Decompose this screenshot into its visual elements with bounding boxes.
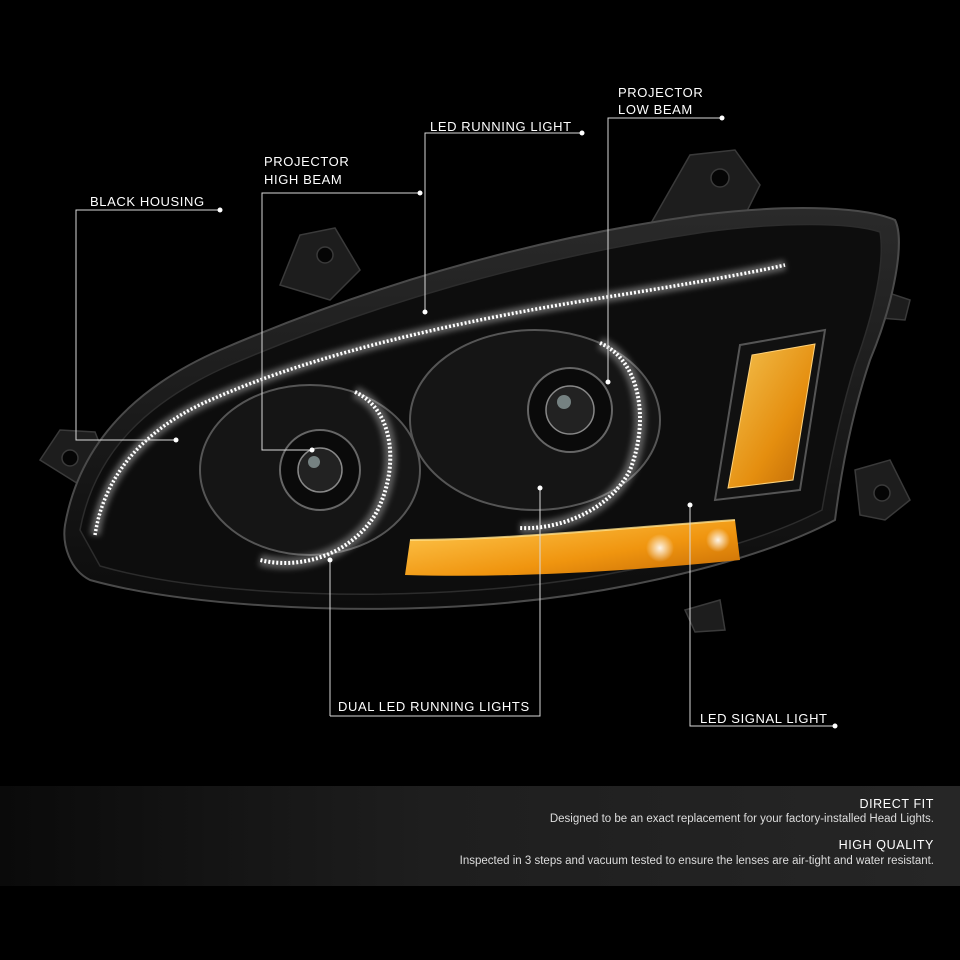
amber-led-bar <box>405 519 740 576</box>
feature-title-direct-fit: DIRECT FIT <box>859 797 934 811</box>
label-black-housing: BLACK HOUSING <box>90 194 205 209</box>
label-projector-high-beam-2: HIGH BEAM <box>264 172 343 187</box>
mounting-tabs <box>38 149 911 633</box>
label-projector-high-beam-1: PROJECTOR <box>264 154 350 169</box>
features-panel: DIRECT FIT Designed to be an exact repla… <box>0 786 960 886</box>
label-led-running-light: LED RUNNING LIGHT <box>430 119 572 134</box>
label-projector-low-beam-2: LOW BEAM <box>618 102 693 117</box>
label-dual-led-running-lights: DUAL LED RUNNING LIGHTS <box>338 699 530 714</box>
callout-lines <box>75 117 835 727</box>
projector-low-beam <box>409 329 661 535</box>
feature-title-high-quality: HIGH QUALITY <box>838 838 934 852</box>
led-running-light-strip <box>90 260 787 536</box>
feature-desc-direct-fit: Designed to be an exact replacement for … <box>549 813 934 825</box>
feature-desc-high-quality: Inspected in 3 steps and vacuum tested t… <box>459 855 934 867</box>
label-led-signal-light: LED SIGNAL LIGHT <box>700 711 828 726</box>
led-signal-light <box>713 328 827 502</box>
label-projector-low-beam-1: PROJECTOR <box>618 85 704 100</box>
callout-dots <box>173 115 838 729</box>
